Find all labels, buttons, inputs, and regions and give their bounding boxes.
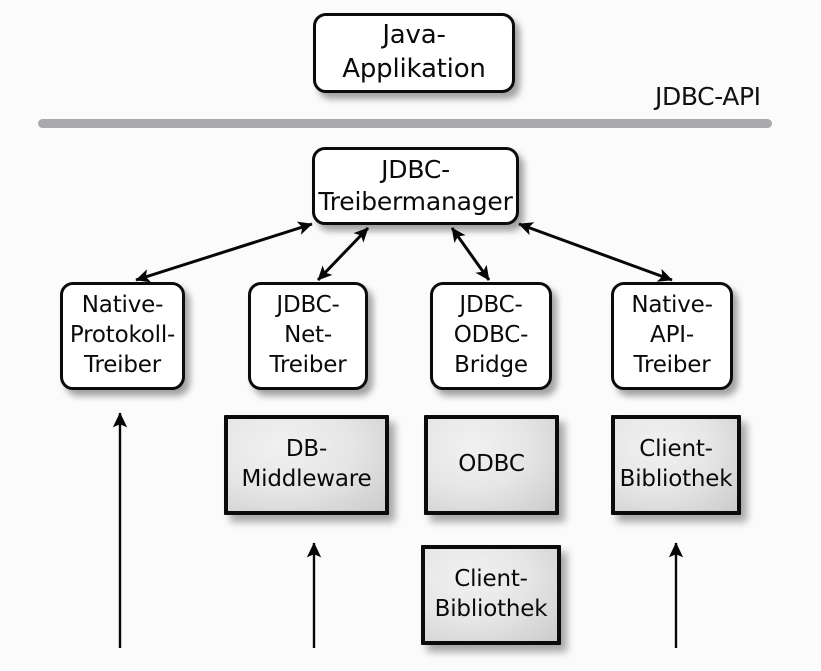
node-label-line: Protokoll- (69, 322, 176, 349)
node-label-line: Client- (454, 566, 528, 593)
node-native-protokoll-treiber[interactable]: Native- Protokoll- Treiber (60, 282, 185, 390)
node-label-line: Treiber (269, 351, 347, 378)
node-label-line: DB- (285, 436, 328, 463)
jdbc-api-separator-bar (38, 119, 772, 128)
node-label-line: JDBC- (459, 292, 523, 319)
node-label-line: Middleware (241, 466, 372, 492)
node-label-line: JDBC- (276, 292, 340, 319)
node-label-line: Client- (639, 436, 713, 463)
node-label: Java- Applikation (342, 19, 486, 87)
arrow-treibermanager-native-api (518, 222, 673, 282)
node-label-line: JDBC- (381, 154, 450, 184)
arrow-treibermanager-jdbc-net (316, 226, 370, 282)
node-label: JDBC- Net- Treiber (270, 291, 347, 381)
node-label-line: Java- (382, 20, 446, 51)
node-odbc[interactable]: ODBC (424, 415, 559, 515)
node-label-line: Applikation (342, 54, 486, 84)
node-label-line: API- (650, 322, 694, 349)
node-label-line: Net- (284, 322, 332, 349)
node-label: Client- Bibliothek (620, 435, 733, 495)
node-jdbc-net-treiber[interactable]: JDBC- Net- Treiber (248, 282, 368, 390)
node-label-line: ODBC- (453, 322, 529, 349)
node-label: Native- Protokoll- Treiber (70, 291, 175, 381)
node-client-bibliothek-right[interactable]: Client- Bibliothek (611, 415, 741, 515)
node-label: DB- Middleware (242, 435, 372, 495)
node-label: Client- Bibliothek (435, 565, 548, 625)
node-label-line: Treiber (84, 351, 161, 378)
arrow-treibermanager-native-protokoll (135, 221, 313, 283)
node-client-bibliothek-center[interactable]: Client- Bibliothek (421, 545, 561, 645)
node-label-line: ODBC (458, 451, 525, 478)
node-label-line: Bridge (454, 351, 528, 378)
node-label-line: Treibermanager (318, 187, 513, 216)
node-label: ODBC (458, 450, 525, 480)
node-label-line: Native- (81, 292, 164, 319)
node-native-api-treiber[interactable]: Native- API- Treiber (611, 282, 733, 390)
node-jdbc-treibermanager[interactable]: JDBC- Treibermanager (312, 147, 519, 225)
node-jdbc-odbc-bridge[interactable]: JDBC- ODBC- Bridge (430, 282, 552, 390)
node-java-applikation[interactable]: Java- Applikation (313, 13, 515, 93)
jdbc-api-label: JDBC-API (655, 82, 761, 111)
node-label-line: Bibliothek (434, 596, 548, 622)
node-label: Native- API- Treiber (631, 291, 713, 381)
node-label-line: Bibliothek (619, 466, 733, 492)
node-label: JDBC- Treibermanager (318, 154, 513, 219)
node-label-line: Treiber (633, 351, 711, 378)
node-db-middleware[interactable]: DB- Middleware (224, 415, 389, 515)
node-label: JDBC- ODBC- Bridge (454, 291, 529, 381)
arrow-treibermanager-jdbc-odbc (450, 227, 491, 281)
node-label-line: Native- (631, 292, 713, 319)
